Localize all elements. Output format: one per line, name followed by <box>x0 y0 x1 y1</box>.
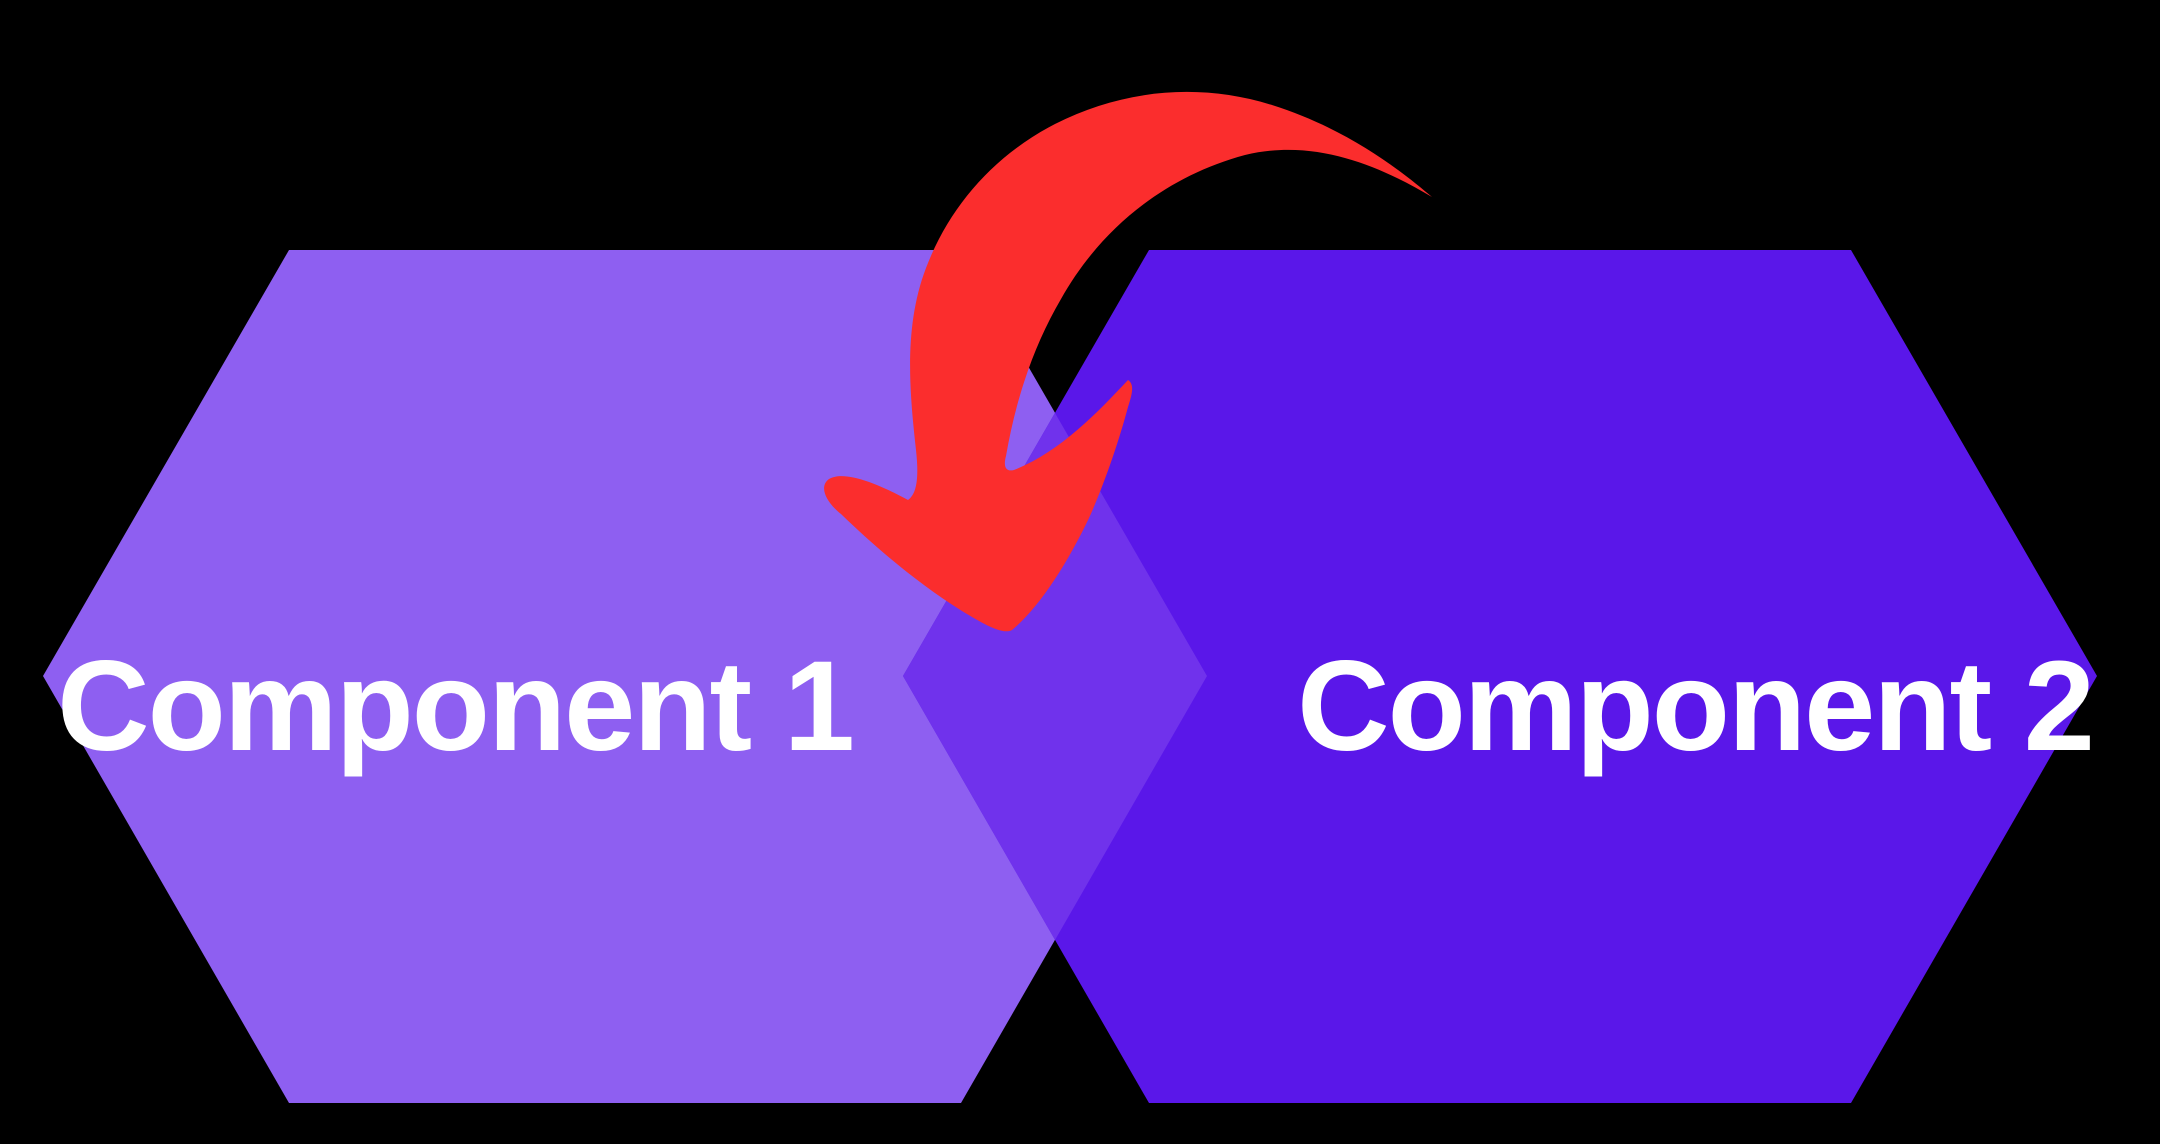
component2-hexagon <box>903 250 2097 1103</box>
curved-arrow-icon <box>824 91 1432 632</box>
component1-label: Component 1 <box>57 635 853 778</box>
component2-label: Component 2 <box>1297 635 2093 778</box>
component1-hexagon <box>43 250 1207 1103</box>
